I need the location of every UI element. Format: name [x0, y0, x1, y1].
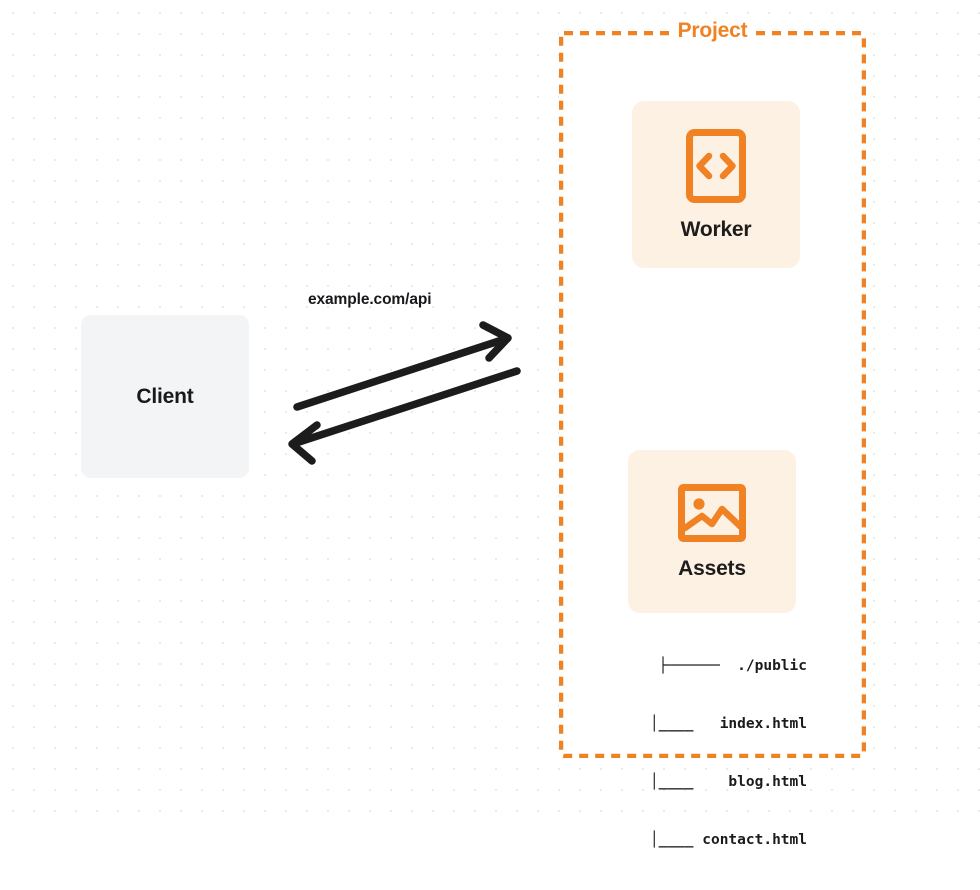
file-tree-row: │____ index.html — [649, 716, 807, 733]
request-arrow — [293, 321, 512, 411]
file-tree-row: │____ contact.html — [649, 832, 807, 849]
code-document-icon — [685, 128, 747, 204]
client-label: Client — [136, 384, 194, 408]
assets-card[interactable]: Assets — [628, 450, 796, 613]
worker-label: Worker — [680, 217, 752, 241]
project-title: Project — [670, 19, 755, 43]
response-arrow — [288, 367, 521, 465]
connection-label: example.com/api — [308, 291, 432, 308]
worker-card[interactable]: Worker — [632, 101, 800, 268]
image-picture-icon — [677, 483, 747, 543]
client-node[interactable]: Client — [81, 315, 249, 478]
diagram-canvas: Client example.com/api Project Worker — [0, 0, 980, 848]
file-tree-row: │____ blog.html — [649, 774, 807, 791]
assets-label: Assets — [678, 556, 746, 580]
file-tree-row: ├────── ./public — [658, 657, 807, 674]
assets-file-tree: ├────── ./public │____ index.html │____ … — [602, 618, 807, 890]
